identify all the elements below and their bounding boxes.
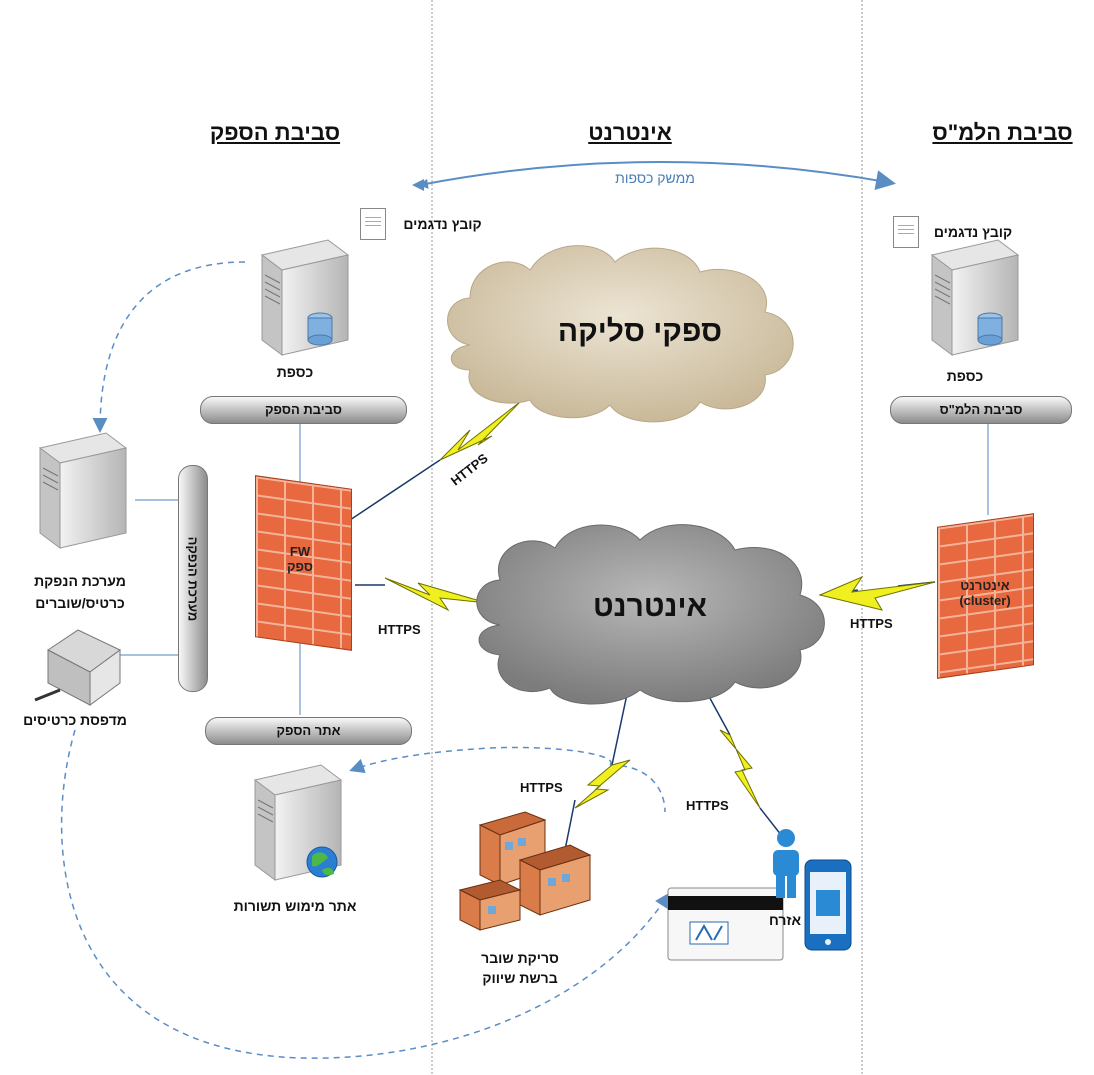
phone-shape [804, 859, 852, 951]
store-to-site-dashed [349, 746, 612, 774]
file-icon-lms [893, 216, 919, 248]
issue-system-label: מערכת הנפקת [34, 573, 126, 589]
printer-to-card-dashed [60, 729, 670, 1059]
citizen-figure-shape [773, 829, 799, 898]
pipe-lms-env: סביבת הלמ"ס [890, 396, 1072, 424]
pipe-issue-system-label: מערכת הנפקה [185, 536, 201, 621]
lightning-citizen [719, 729, 761, 809]
firewall-lms-line2: (cluster) [959, 593, 1011, 608]
issue-system-server-shape [38, 432, 128, 549]
https-label-lms: HTTPS [850, 616, 893, 631]
store-building-shape [458, 811, 592, 931]
response-site-server-shape [253, 764, 343, 881]
header-lms-env: סביבת הלמ"ס [932, 120, 1073, 145]
store-label-1: סריקת שובר [481, 950, 559, 966]
lightning-fw-internet [384, 577, 488, 612]
header-internet: אינטרנט [588, 120, 672, 145]
https-label-store: HTTPS [520, 780, 563, 795]
vault-to-issue-dashed [92, 261, 246, 433]
issue-system-label-2: כרטיס/שוברים [35, 595, 125, 611]
firewall-lms-label: אינטרנט (cluster) [940, 578, 1030, 608]
pipe-issue-system: מערכת הנפקה [178, 465, 208, 692]
printer-label: מדפסת כרטיסים [23, 712, 127, 728]
card-shape [667, 887, 784, 961]
pipe-supplier-site: אתר הספק [205, 717, 412, 745]
cloud-internet-shape [476, 524, 825, 705]
supplier-vault-server-shape [260, 239, 350, 356]
firewall-supplier-label: FW ספק [270, 544, 330, 574]
file-label-supplier: קובץ נדגמים [403, 216, 482, 232]
printer-shape [34, 629, 121, 706]
cloud-internet-label: אינטרנט [593, 590, 707, 623]
firewall-supplier-line1: FW [289, 544, 311, 559]
firewall-lms-line1: אינטרנט [960, 578, 1010, 593]
interface-arrow [419, 161, 896, 190]
file-label-lms: קובץ נדגמים [933, 224, 1013, 240]
interface-arrow-left-head [412, 179, 424, 191]
cloud-clearing-shape [447, 245, 794, 423]
response-site-label: אתר מימוש תשורות [233, 898, 357, 914]
citizen-label: אזרח [768, 912, 802, 928]
https-label-citizen: HTTPS [686, 798, 729, 813]
header-supplier-env: סביבת הספק [209, 120, 341, 145]
vault-label-supplier: כספת [276, 364, 314, 380]
firewall-supplier-line2: ספק [287, 559, 313, 574]
cloud-clearing-label: ספקי סליקה [557, 315, 723, 348]
lightning-store [574, 759, 631, 809]
lms-vault-server-shape [930, 239, 1020, 356]
pipe-supplier-env: סביבת הספק [200, 396, 407, 424]
https-label-fw: HTTPS [378, 622, 421, 637]
file-icon-supplier [360, 208, 386, 240]
store-label-2: ברשת שיווק [482, 970, 558, 986]
vault-label-lms: כספת [946, 368, 984, 384]
interface-label: ממשק כספות [615, 170, 695, 186]
lightning-lms-internet [818, 575, 936, 611]
